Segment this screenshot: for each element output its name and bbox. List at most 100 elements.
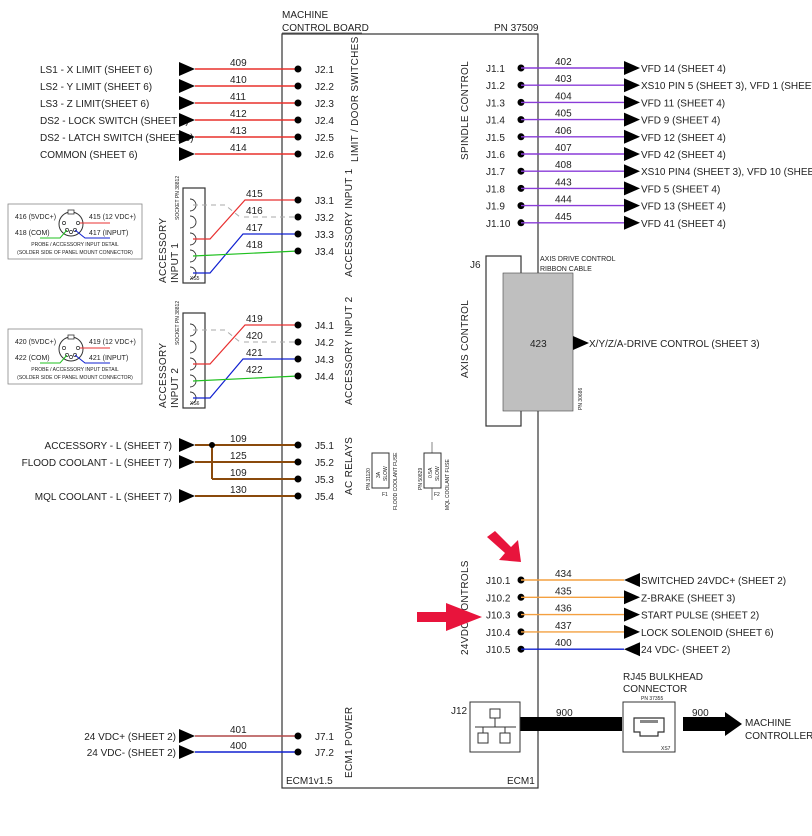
pin-label: J2.3 — [315, 99, 334, 110]
socket-part-number: SOCKET PN 38812 — [175, 301, 181, 345]
wire-number: 423 — [530, 339, 547, 350]
terminal-dot — [294, 196, 302, 204]
fuse-part-number: PN 31120 — [366, 468, 372, 490]
wire-number: 421 — [246, 348, 263, 359]
accessory-side-label: ACCESSORY — [158, 343, 169, 408]
detail-caption: PROBE / ACCESSORY INPUT DETAIL — [31, 367, 119, 373]
pin-label: J1.2 — [486, 81, 505, 92]
wire-number: 413 — [230, 126, 247, 137]
pin-label: J4.1 — [315, 321, 334, 332]
pin-label: J4.2 — [315, 338, 334, 349]
fuse-ref: F1 — [382, 492, 388, 498]
signal-arrow-icon — [624, 607, 640, 622]
socket-block — [182, 312, 206, 409]
detail-wire-blue — [74, 354, 110, 364]
terminal-dot — [294, 213, 302, 221]
pin-label: J4.3 — [315, 355, 334, 366]
spindle-target-label: VFD 12 (SHEET 4) — [641, 133, 726, 144]
pin-label: J10.3 — [486, 611, 511, 622]
din-pin — [76, 346, 80, 350]
pin-label: J1.8 — [486, 184, 505, 195]
network-node — [477, 732, 489, 744]
cable-label: RIBBON CABLE — [540, 266, 592, 273]
socket-contact-icon — [189, 215, 197, 229]
pin-label: J1.5 — [486, 133, 505, 144]
din-pin — [62, 221, 66, 225]
ethernet-cable-1 — [520, 717, 622, 731]
junction-dot — [209, 442, 215, 448]
spindle-target-label: XS10 PIN4 (SHEET 3), VFD 10 (SHEET 4) — [641, 167, 812, 178]
signal-arrow-icon — [179, 130, 195, 144]
section-accessory-input-2: ACCESSORY INPUT 2 — [344, 296, 355, 405]
terminal-dot — [294, 321, 302, 329]
signal-arrow-icon — [624, 198, 640, 213]
ac-source-label: FLOOD COOLANT - L (SHEET 7) — [22, 458, 172, 469]
detail-wire-green — [40, 354, 68, 364]
terminal-dot — [294, 492, 302, 500]
pin-label: J1.1 — [486, 64, 505, 75]
terminal-dot — [294, 65, 302, 73]
signal-arrow-icon — [179, 147, 195, 161]
wire-number: 444 — [555, 195, 572, 206]
pin-label: J3.4 — [315, 247, 334, 258]
fuse-type: SLOW — [435, 466, 441, 481]
signal-arrow-icon — [179, 455, 195, 469]
wire-number: 422 — [246, 365, 263, 376]
cable-label: AXIS DRIVE CONTROL — [540, 256, 616, 263]
terminal-dot — [294, 441, 302, 449]
signal-arrow-icon — [179, 729, 195, 743]
dc-target-label: Z-BRAKE (SHEET 3) — [641, 593, 735, 604]
wire-number: 400 — [555, 638, 572, 649]
section-24vdc-controls: 24VDC CONTROLS — [460, 560, 471, 655]
limit-source-label: LS2 - Y LIMIT (SHEET 6) — [40, 82, 152, 93]
spindle-target-label: VFD 5 (SHEET 4) — [641, 184, 720, 195]
wire-number: 434 — [555, 569, 572, 580]
wire-number: 407 — [555, 143, 572, 154]
signal-arrow-icon — [624, 95, 640, 110]
wire-line — [192, 250, 299, 257]
terminal-dot — [294, 150, 302, 158]
wire-number: 417 — [246, 223, 263, 234]
pin-label: J3.3 — [315, 230, 334, 241]
wire-number: 109 — [230, 434, 247, 445]
detail-label-12vdc: 415 (12 VDC+) — [89, 214, 136, 221]
dc-target-label: LOCK SOLENOID (SHEET 6) — [641, 628, 774, 639]
detail-wire-green — [40, 229, 68, 239]
board-footer-left: ECM1v1.5 — [286, 776, 333, 787]
terminal-dot — [294, 748, 302, 756]
pin-label: J1.7 — [486, 167, 505, 178]
section-ecm1-power: ECM1 POWER — [344, 707, 355, 778]
network-node — [499, 732, 511, 744]
section-accessory-input-1: ACCESSORY INPUT 1 — [344, 168, 355, 277]
wire-number: 400 — [230, 741, 247, 752]
wire-number: 414 — [230, 143, 247, 154]
terminal-dot — [294, 116, 302, 124]
wire-number: 435 — [555, 586, 572, 597]
pin-label: J2.5 — [315, 133, 334, 144]
limit-source-label: DS2 - LOCK SWITCH (SHEET 6) — [40, 116, 189, 127]
signal-arrow-icon — [624, 642, 640, 657]
socket-contact-icon — [189, 340, 197, 354]
pin-label: J4.4 — [315, 372, 334, 383]
annotation-arrow-icon — [487, 531, 521, 562]
pin-label: J1.3 — [486, 98, 505, 109]
terminal-dot — [294, 338, 302, 346]
wire-number: 436 — [555, 604, 572, 615]
section-ac-relays: AC RELAYS — [344, 437, 355, 495]
detail-label-com: 422 (COM) — [15, 355, 50, 362]
detail-wire-blue — [74, 229, 110, 239]
wire-number: 406 — [555, 126, 572, 137]
din-pin — [69, 355, 73, 359]
socket-ref: XS6 — [190, 401, 200, 407]
terminal-dot — [294, 458, 302, 466]
section-spindle-control: SPINDLE CONTROL — [460, 61, 471, 160]
spindle-target-label: VFD 42 (SHEET 4) — [641, 150, 726, 161]
signal-arrow-icon — [624, 573, 640, 587]
wire-number: 412 — [230, 109, 247, 120]
signal-arrow-icon — [573, 336, 589, 350]
detail-label-com: 418 (COM) — [15, 230, 50, 237]
connector-label-j6: J6 — [470, 260, 481, 271]
wire-number: 403 — [555, 74, 572, 85]
signal-arrow-icon — [179, 438, 195, 452]
dc-target-label: START PULSE (SHEET 2) — [641, 611, 759, 622]
